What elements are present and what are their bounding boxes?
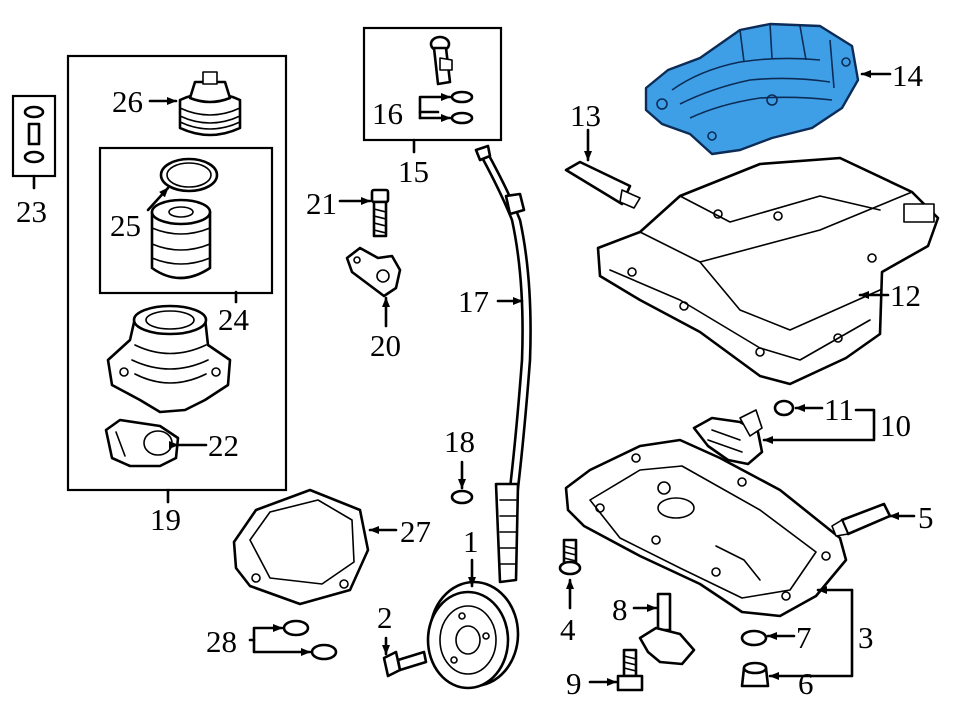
leader-lines (146, 70, 916, 686)
part-18-seal (450, 489, 474, 505)
callout-17: 17 (458, 284, 489, 319)
callout-27: 27 (400, 514, 431, 549)
part-1-pulley (426, 580, 520, 690)
callout-28: 28 (206, 624, 237, 659)
part-28-seal-b (310, 643, 338, 661)
callout-3: 3 (858, 620, 874, 655)
group-box-19 (66, 54, 288, 492)
part-11-seal (773, 399, 795, 417)
callout-21: 21 (306, 186, 337, 221)
callout-7: 7 (796, 620, 812, 655)
group-box-24 (98, 146, 274, 295)
part-26-filter-cap (178, 71, 242, 137)
callout-25: 25 (110, 208, 141, 243)
callout-13: 13 (570, 98, 601, 133)
callout-19: 19 (150, 502, 181, 537)
part-22-gasket (104, 418, 180, 468)
part-10-oil-pickup (692, 409, 764, 466)
callout-1: 1 (463, 524, 479, 559)
callout-2: 2 (377, 600, 393, 635)
callout-24: 24 (218, 302, 250, 337)
part-8-oil-sensor (638, 592, 696, 666)
callout-4: 4 (560, 612, 576, 647)
part-3-lower-oil-pan (564, 438, 848, 618)
part-5-sealant (831, 502, 892, 537)
part-13-sealant (564, 160, 641, 209)
callout-6: 6 (798, 666, 814, 701)
part-28-seal-a (282, 619, 310, 637)
part-14-baffle-highlighted (644, 22, 860, 156)
part-6-drain-plug (740, 661, 770, 688)
callout-12: 12 (890, 278, 921, 313)
part-25-filter-element (150, 157, 219, 280)
part-7-washer (740, 629, 768, 647)
part-9-bolt (616, 648, 644, 692)
callout-15: 15 (398, 154, 429, 189)
callout-22: 22 (208, 428, 239, 463)
callout-20: 20 (370, 328, 401, 363)
part-4-bolt (558, 538, 582, 576)
callout-23: 23 (16, 194, 47, 229)
callout-14: 14 (892, 58, 924, 93)
part-19-filter-housing (106, 304, 232, 414)
part-27-oil-cooler (232, 488, 370, 606)
part-12-upper-oil-pan (596, 156, 940, 386)
callout-16: 16 (372, 96, 403, 131)
callout-5: 5 (918, 500, 934, 535)
callout-9: 9 (566, 666, 582, 701)
part-17-dipstick-tube (474, 144, 532, 584)
group-box-15 (362, 26, 503, 142)
part-16-sensor (429, 35, 474, 125)
callout-18: 18 (444, 424, 475, 459)
callout-10: 10 (880, 408, 911, 443)
part-2-bolt (382, 650, 428, 678)
part-20-bracket (345, 246, 402, 298)
callout-11: 11 (824, 392, 854, 427)
callout-8: 8 (612, 592, 628, 627)
part-21-bolt (370, 188, 390, 238)
part-23-seal-kit (23, 105, 45, 164)
callout-26: 26 (112, 84, 143, 119)
callout-labels: 26 25 24 22 19 23 21 20 17 16 15 18 1 2 … (16, 58, 934, 701)
